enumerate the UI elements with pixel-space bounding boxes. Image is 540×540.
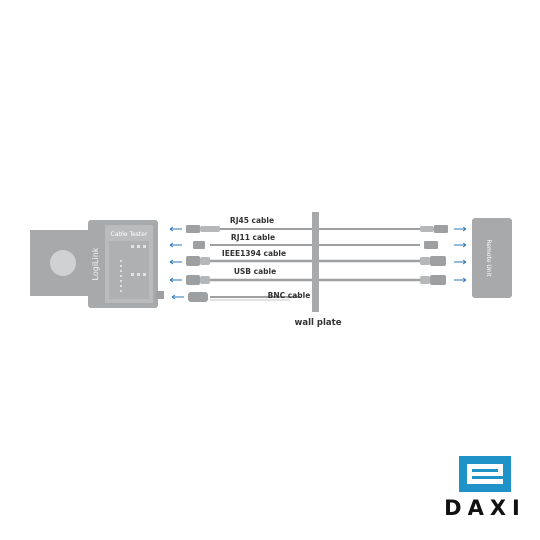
rj45-boot-right	[420, 226, 434, 232]
usb-plug-left	[186, 275, 200, 285]
bnc-plug-left	[188, 292, 208, 302]
e-logo-icon	[459, 456, 511, 492]
tester-button	[137, 273, 140, 276]
led-indicator	[120, 275, 122, 277]
arrow-right-icon	[454, 259, 467, 265]
tester-button	[131, 245, 134, 248]
rj11-cable-label: RJ11 cable	[231, 233, 275, 242]
rj45-plug-left	[186, 225, 200, 233]
arrow-right-icon	[454, 226, 467, 232]
tester-button	[143, 273, 146, 276]
tester-bnc-port	[156, 291, 164, 299]
logo-wordmark: DAXI	[444, 496, 526, 520]
arrow-left-icon	[171, 294, 184, 300]
wall-plate-label: wall plate	[295, 318, 342, 328]
rj45-plug-right	[434, 225, 448, 233]
connectors-right	[420, 225, 448, 285]
rj45-cable-label: RJ45 cable	[230, 216, 274, 225]
arrow-left-icon	[169, 259, 182, 265]
arrow-right-icon	[454, 242, 467, 248]
tester-led-column	[120, 260, 122, 292]
tester-title: Cable Tester	[111, 231, 148, 238]
led-indicator	[120, 285, 122, 287]
led-indicator	[120, 265, 122, 267]
ieee1394-plug-right	[430, 256, 446, 266]
rj45-boot-left	[200, 226, 220, 232]
arrow-left-icon	[169, 242, 182, 248]
led-indicator	[120, 260, 122, 262]
arrow-left-icon	[169, 226, 182, 232]
led-indicator	[120, 280, 122, 282]
ieee1394-cable-label: IEEE1394 cable	[222, 249, 286, 258]
rj11-plug-left	[193, 241, 205, 249]
cable-tester-device: Cable Tester LogiLink	[30, 220, 164, 308]
arrow-left-icon	[169, 277, 182, 283]
usb-boot-left	[200, 276, 210, 284]
led-indicator	[120, 270, 122, 272]
tester-button	[131, 273, 134, 276]
led-indicator	[120, 290, 122, 292]
arrow-right-icon	[454, 277, 467, 283]
remote-unit-body	[472, 218, 512, 298]
tester-button	[143, 245, 146, 248]
wall-plate	[312, 212, 319, 312]
usb-plug-right	[430, 275, 446, 285]
bnc-cable-label: BNC cable	[268, 291, 311, 300]
remote-unit-device: Remote Unit	[472, 218, 512, 298]
tester-button	[137, 245, 140, 248]
usb-boot-right	[420, 276, 430, 284]
ieee1394-boot-left	[200, 257, 210, 265]
arrows-right	[454, 226, 467, 283]
connectors-left	[186, 225, 220, 302]
ieee1394-boot-right	[420, 257, 430, 265]
rj11-plug-right	[424, 241, 438, 249]
tester-brand: LogiLink	[91, 247, 100, 280]
tester-inner-panel	[109, 241, 149, 299]
ieee1394-plug-left	[186, 256, 200, 266]
usb-cable-label: USB cable	[234, 267, 276, 276]
arrows-left	[169, 226, 184, 300]
tester-knob-icon	[50, 250, 76, 276]
tester-buttons	[131, 245, 146, 276]
remote-unit-label: Remote Unit	[485, 239, 492, 277]
daxi-logo: DAXI	[430, 456, 540, 522]
